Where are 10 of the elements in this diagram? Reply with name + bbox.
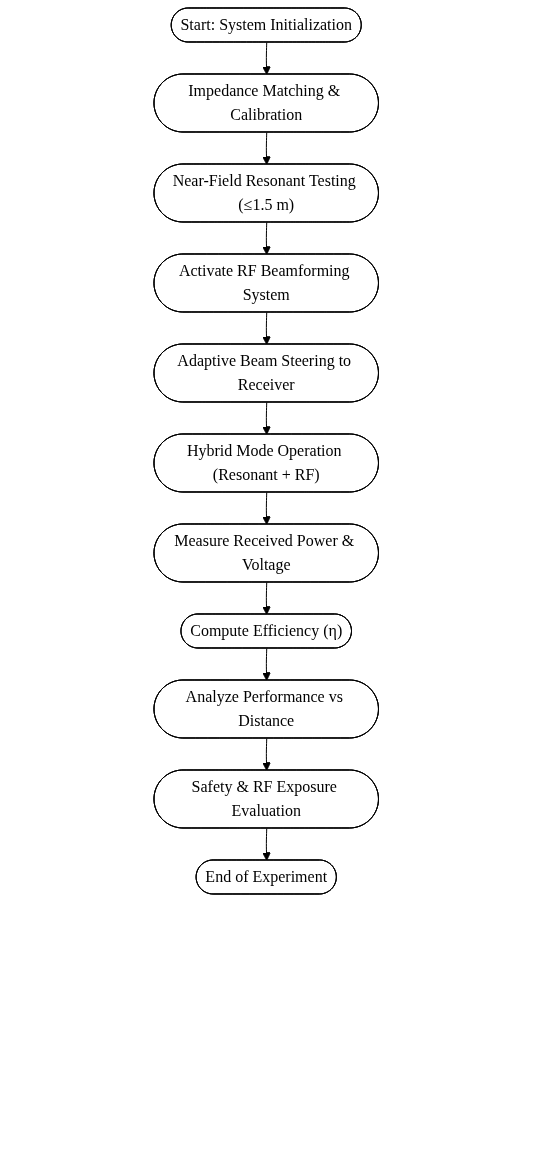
arrow [262,582,272,615]
arrow [262,132,272,165]
arrow [262,648,272,681]
arrow [262,738,272,771]
arrow [262,42,272,75]
arrow [262,492,272,525]
arrow [262,402,272,435]
arrow [262,222,272,255]
arrow [262,828,272,861]
arrow [262,312,272,345]
